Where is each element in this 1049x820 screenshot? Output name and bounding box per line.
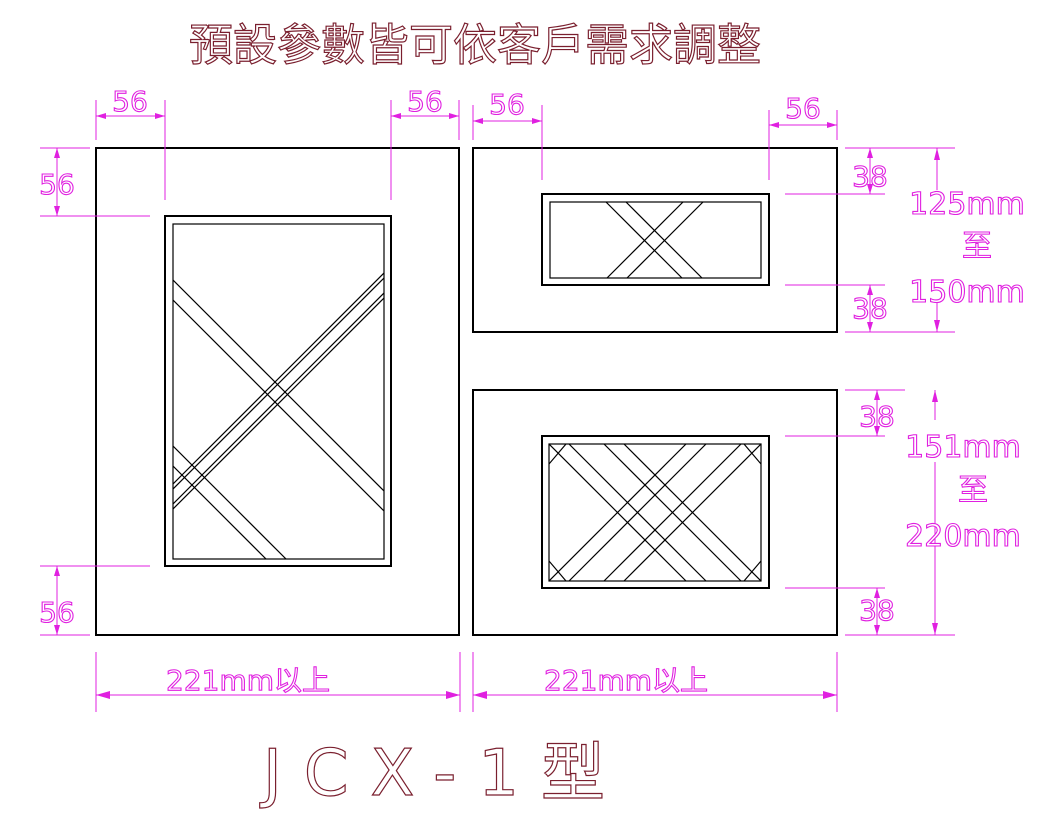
right-top-left-offset: 56	[489, 88, 525, 121]
right-top-height-min: 125mm	[909, 187, 1025, 222]
right-bottom-height-to: 至	[958, 473, 988, 508]
right-bottom-dimensions: 38 38 151mm 至 220mm 221mm以上	[472, 389, 1021, 712]
left-side-top-offset: 56	[39, 168, 75, 201]
right-top-right-offset: 56	[785, 92, 821, 125]
right-width-label: 221mm以上	[544, 664, 708, 697]
right-bottom-panel	[472, 389, 838, 636]
right-top-height-max: 150mm	[909, 275, 1025, 310]
right-top-dimensions: 56 56 38 38 125mm 至 150mm	[472, 87, 1025, 333]
right-top-height-to: 至	[962, 229, 992, 264]
right-top-top-margin: 38	[852, 160, 888, 193]
drawing-title: 預設參數皆可依客戶需求調整	[189, 20, 761, 71]
left-width-label: 221mm以上	[166, 664, 330, 697]
right-bottom-lattice	[549, 444, 761, 581]
left-top-left-offset: 56	[112, 85, 148, 118]
right-top-lattice	[605, 202, 704, 278]
left-side-bottom-offset: 56	[39, 596, 75, 629]
left-panel	[95, 147, 460, 636]
right-top-panel	[472, 147, 838, 333]
right-bottom-bottom-margin: 38	[859, 594, 895, 627]
model-label: JCX-1型	[259, 737, 627, 811]
right-top-bottom-margin: 38	[852, 292, 888, 325]
right-bottom-height-max: 220mm	[905, 519, 1021, 554]
left-top-right-offset: 56	[407, 85, 443, 118]
right-bottom-top-margin: 38	[859, 400, 895, 433]
left-lattice	[173, 224, 384, 559]
left-panel-dimensions: 56 56 56 56 221mm以上	[39, 84, 461, 712]
right-bottom-height-min: 151mm	[905, 430, 1021, 465]
